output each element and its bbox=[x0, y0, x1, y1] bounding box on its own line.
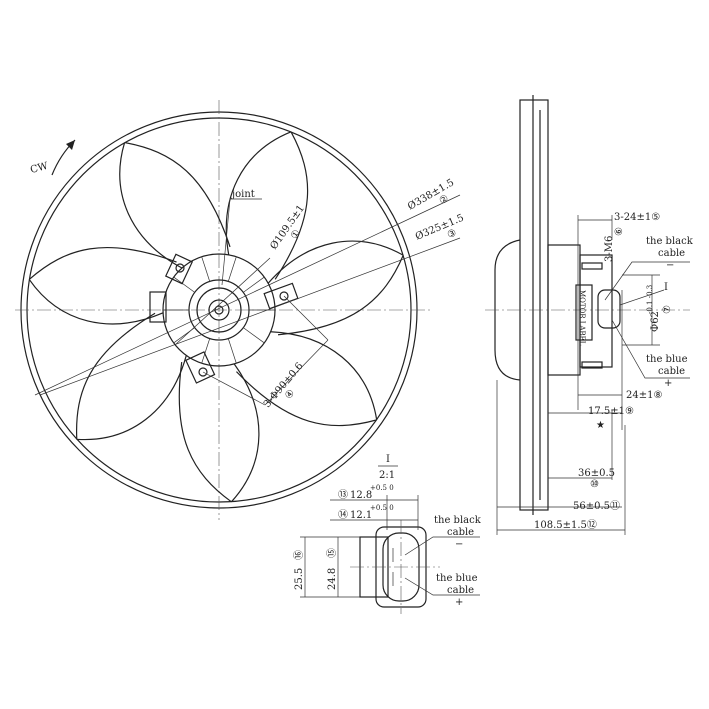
dim-mount: 3-Φ90±0.6 bbox=[262, 361, 306, 410]
dim-d8: 24±1⑧ bbox=[626, 390, 662, 401]
blade bbox=[119, 141, 231, 269]
spoke bbox=[243, 327, 265, 344]
spoke bbox=[227, 338, 237, 364]
blade bbox=[236, 331, 378, 427]
mount-tab bbox=[185, 351, 216, 384]
blade bbox=[225, 131, 309, 280]
dim-h1: 25.5 bbox=[294, 568, 305, 590]
side-black-cable-label: the black bbox=[646, 236, 694, 247]
dim-w1-tol: +0.5 0 bbox=[370, 484, 394, 492]
mount-dim-line bbox=[264, 339, 329, 406]
dim-w1-no: ⑬ bbox=[338, 489, 348, 501]
mount-dim-line bbox=[202, 371, 266, 406]
side-blue-cable-leader bbox=[611, 319, 690, 379]
blade bbox=[178, 361, 260, 503]
blue-cable-label: cable bbox=[447, 585, 474, 596]
dim-d10-no: ⑩ bbox=[590, 479, 599, 490]
mount-hole bbox=[279, 291, 289, 301]
dim-h2-no: ⑮ bbox=[326, 548, 338, 558]
star-mark-icon: ★ bbox=[596, 420, 605, 431]
spoke bbox=[173, 276, 195, 293]
dim-d10: 36±0.5 bbox=[578, 468, 615, 479]
dim-w2: 12.1 bbox=[350, 510, 372, 521]
dim-d325: Ø325±1.5 bbox=[414, 212, 466, 242]
motor-ring bbox=[196, 287, 242, 333]
detail-view: I 2:1 ⑬ 12.8 +0.5 0 ⑭ 12.1 +0.5 0 25.5 ⑯… bbox=[293, 454, 482, 614]
connector-housing bbox=[149, 291, 167, 323]
blades bbox=[28, 131, 404, 503]
side-black-cable-leader bbox=[604, 261, 690, 301]
shroud-side bbox=[519, 99, 549, 511]
motor-label: MOTOR LABEL bbox=[578, 290, 586, 346]
joint-leader bbox=[221, 198, 262, 286]
arrowhead-icon bbox=[66, 140, 75, 150]
dim-h2: 24.8 bbox=[327, 568, 338, 590]
blade bbox=[28, 246, 177, 325]
d325-leader bbox=[39, 237, 461, 396]
spoke bbox=[201, 338, 211, 364]
bolt bbox=[581, 262, 603, 270]
dim-d12: 108.5±1.5⑫ bbox=[534, 519, 597, 531]
mount-tab bbox=[164, 253, 194, 285]
mount-hole bbox=[198, 367, 208, 377]
side-black-cable-polarity: − bbox=[666, 260, 674, 271]
dim-thread: 3-M6 bbox=[604, 236, 615, 262]
dim-w2-no: ⑭ bbox=[338, 509, 348, 521]
side-blue-cable-polarity: + bbox=[664, 378, 672, 389]
dim-bolt-len: 3-24±1⑤ bbox=[614, 212, 660, 223]
dim-motor-d-no: ⑦ bbox=[662, 305, 673, 314]
dim-h1-no: ⑯ bbox=[293, 550, 305, 560]
blue-cable-polarity: + bbox=[455, 597, 463, 608]
side-blue-cable-label: cable bbox=[658, 366, 685, 377]
shaft-boss bbox=[208, 299, 230, 321]
spoke bbox=[201, 256, 211, 282]
hub-spokes bbox=[163, 256, 275, 364]
dim-motor-d-tol: -0.1 -0.3 bbox=[646, 285, 654, 314]
motor-can bbox=[579, 254, 613, 368]
black-cable-label: cable bbox=[447, 527, 474, 538]
dim-w1: 12.8 bbox=[350, 490, 372, 501]
dim-d338: Ø338±1.5 bbox=[406, 177, 456, 212]
rotation-label: CW bbox=[29, 161, 50, 176]
front-view: CW joint Ø338±1.5 ② Ø325±1.5 ③ Ø109.5±1 … bbox=[15, 100, 466, 520]
dim-w2-tol: +0.5 0 bbox=[370, 504, 394, 512]
dim-d9: 17.5±1⑨ bbox=[588, 406, 634, 417]
spoke bbox=[227, 256, 237, 282]
detail-ref: I bbox=[664, 282, 668, 293]
d338-leader bbox=[34, 194, 461, 396]
joint-label: joint bbox=[231, 189, 255, 200]
dim-d11: 56±0.5⑪ bbox=[573, 500, 620, 512]
spoke bbox=[243, 276, 265, 293]
dim-thread-no: ⑥ bbox=[614, 227, 625, 236]
side-connector bbox=[597, 289, 621, 329]
mount-dim-line bbox=[283, 295, 329, 341]
detail-scale: 2:1 bbox=[379, 470, 395, 481]
black-cable-leader bbox=[404, 536, 480, 556]
dim-motor-d: Φ62 bbox=[650, 311, 661, 332]
black-cable-polarity: − bbox=[455, 539, 463, 550]
dim-d325-no: ③ bbox=[446, 228, 459, 242]
d109-leader bbox=[174, 257, 271, 346]
blue-cable-leader bbox=[404, 577, 480, 596]
blade bbox=[267, 240, 404, 336]
detail-title: I bbox=[386, 454, 390, 465]
side-blue-cable-label: the blue bbox=[646, 354, 688, 365]
blue-cable-label: the blue bbox=[436, 573, 478, 584]
side-black-cable-label: cable bbox=[658, 248, 685, 259]
motor-label-plate bbox=[575, 284, 593, 341]
mount-hole bbox=[175, 263, 185, 273]
side-view: MOTOR LABEL 3-24±1⑤ 3-M6 ⑥ the black cab… bbox=[485, 95, 694, 535]
bolt bbox=[581, 361, 603, 369]
black-cable-label: the black bbox=[434, 515, 482, 526]
blade bbox=[76, 312, 187, 441]
